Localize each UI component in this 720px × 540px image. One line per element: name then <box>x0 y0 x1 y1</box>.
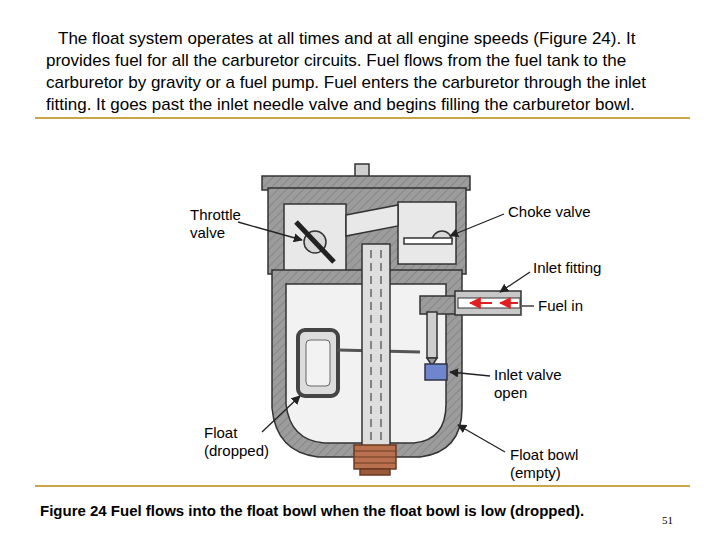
part-label: Float (dropped) <box>204 424 289 460</box>
rule <box>35 117 690 119</box>
part-label: Throttle valve <box>190 206 260 242</box>
part-label: Fuel in <box>538 297 618 315</box>
rule <box>35 485 690 487</box>
part-label: Inlet fitting <box>533 259 653 277</box>
carburetor <box>262 164 521 475</box>
part-label: Float bowl (empty) <box>510 446 600 482</box>
part-label: Choke valve <box>508 203 628 221</box>
leader-lines <box>238 214 534 452</box>
slide-number: 51 <box>662 514 692 527</box>
figure-caption: Figure 24 Fuel flows into the float bowl… <box>40 502 660 520</box>
part-label: Inlet valve open <box>494 366 594 402</box>
intro-paragraph: The float system operates at all times a… <box>46 28 696 116</box>
